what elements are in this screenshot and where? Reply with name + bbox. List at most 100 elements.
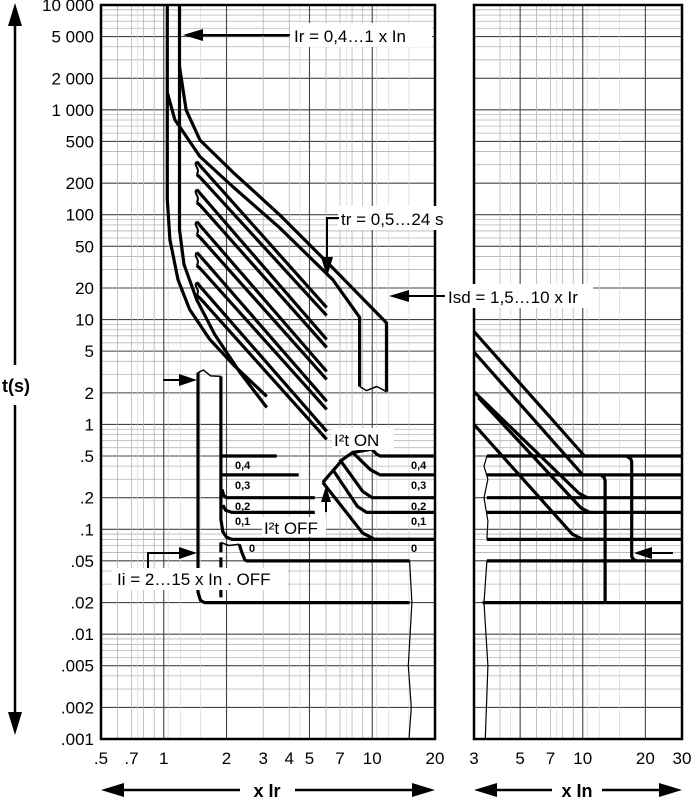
x-tick-label: 7 (546, 749, 555, 768)
curve-tsd-off-0 (237, 543, 410, 563)
y-tick-label: .001 (61, 730, 94, 749)
curve-tsd-off-0.1 (221, 504, 315, 514)
curve-r-vertical-2 (625, 454, 638, 563)
y-tick-label: .2 (80, 489, 94, 508)
curve-tr-band-3-upper (195, 220, 328, 373)
right-panel-frame (472, 3, 684, 741)
curve-tr-max-inner (165, 92, 362, 387)
tr-label: tr = 0,5…24 s (341, 210, 444, 229)
y-tick-label: 1 (85, 415, 94, 434)
curve-r-left-wavy-upper (483, 455, 489, 540)
x-tick-label: 1 (159, 749, 168, 768)
curve-ii-max (219, 376, 435, 541)
x-tick-label: 10 (363, 749, 382, 768)
x-ir-axis-label: x Ir (253, 781, 280, 800)
arrow-right-icon (179, 374, 197, 386)
y-tick-label: 5 000 (51, 28, 94, 47)
curve-tr-band-4-upper (195, 251, 328, 403)
x-tick-label: 5 (305, 749, 314, 768)
tr-band-cap (194, 160, 199, 175)
arrow-left-icon (389, 290, 409, 302)
y-tick-label: 200 (66, 174, 94, 193)
ir-label: Ir = 0,4…1 x In (294, 27, 406, 46)
tsd-right-label: 0 (411, 543, 417, 555)
tr-annotation: tr = 0,5…24 s (321, 206, 456, 277)
curve-tsd-on-envelope (321, 447, 373, 484)
curve-ir-max (177, 5, 269, 409)
y-tick-label: 1 000 (51, 101, 94, 120)
y-tick-label: .1 (80, 520, 94, 539)
tsd-left-label: 0,3 (235, 480, 250, 492)
x-tick-label: 20 (426, 749, 445, 768)
curve-tsd-on-0.1 (331, 468, 435, 514)
y-tick-label: .05 (70, 552, 94, 571)
y-axis-label: t(s) (2, 376, 30, 396)
tr-band-cap (194, 251, 199, 267)
x-tick-label: 4 (285, 749, 294, 768)
ii-annotation: Ii = 2…15 x In . OFF (112, 547, 288, 590)
curve-ir-min (165, 5, 268, 398)
y-tick-label: 500 (66, 132, 94, 151)
curve-isd-band-bottom (359, 385, 387, 393)
tsd-right-label: 0,2 (411, 501, 426, 513)
curve-tr-band-2-lower (195, 201, 328, 349)
x-ir-axis-arrow (101, 783, 435, 797)
curve-ii-bracket-top (220, 541, 240, 547)
curve-ii-min (196, 372, 410, 605)
y-tick-label: 100 (66, 206, 94, 225)
x-tick-label: 5 (515, 749, 524, 768)
x-in-axis-arrow (474, 783, 682, 797)
arrow-left-icon (634, 547, 652, 559)
curves (165, 5, 682, 740)
isd-annotation: Isd = 1,5…10 x Ir (389, 284, 593, 308)
i2t-off-label: I²t OFF (264, 519, 318, 538)
right-panel-arrow (634, 547, 673, 559)
y-tick-label: 10 000 (42, 0, 94, 15)
arrow-right-icon (179, 547, 197, 559)
tsd-left-label: 0,1 (235, 516, 250, 528)
curve-tr-band-1-upper (195, 160, 328, 309)
x-tick-label: 3 (258, 749, 267, 768)
curve-r-diag-3 (472, 390, 588, 500)
curve-tr-max-outer (177, 66, 389, 392)
left-panel-frame (99, 3, 437, 741)
y-tick-label: .005 (61, 657, 94, 676)
x-tick-label: 20 (636, 749, 655, 768)
ii-band-arrow (163, 374, 197, 386)
y-tick-label: 20 (75, 279, 94, 298)
curve-r-left-wavy-lower (483, 560, 489, 740)
tr-band-cap (194, 281, 199, 296)
x-tick-label: 2 (222, 749, 231, 768)
tsd-labels: 0,4 0,3 0,2 0,1 0 0,4 0,3 0,2 0,1 0 (235, 460, 427, 555)
tsd-right-label: 0,3 (411, 480, 426, 492)
y-tick-label: 10 (75, 311, 94, 330)
curve-tsd-off-0.2 (220, 488, 315, 500)
curve-r-vertical-1 (599, 473, 607, 603)
arrow-down-icon (321, 257, 333, 277)
curve-tr-band-2-upper (195, 188, 328, 341)
y-tick-label: 50 (75, 237, 94, 256)
x-tick-label: 10 (573, 749, 592, 768)
curve-r-diag-2 (472, 351, 584, 476)
curve-tr-band-4-lower (195, 264, 328, 411)
x-in-axis-label: x In (561, 781, 592, 800)
curve-tr-band-5-lower (195, 294, 328, 441)
curve-r-diag-5 (472, 423, 603, 541)
tr-band-cap (194, 220, 199, 236)
curve-tsd-on-0.3 (351, 451, 435, 477)
x-tick-label: .5 (94, 749, 108, 768)
curve-tr-band-5-upper (195, 281, 328, 433)
x-tick-label: 7 (335, 749, 344, 768)
x-tick-label: .7 (124, 749, 138, 768)
y-tick-label: 2 000 (51, 69, 94, 88)
arrow-left-icon (183, 29, 203, 41)
y-tick-label: .002 (61, 698, 94, 717)
i2t-on-annotation: I²t ON (321, 428, 394, 512)
y-tick-label: 2 (85, 384, 94, 403)
x-tick-label: 30 (673, 749, 692, 768)
y-tick-label: .5 (80, 447, 94, 466)
curve-tsd-on-0 (321, 481, 435, 541)
